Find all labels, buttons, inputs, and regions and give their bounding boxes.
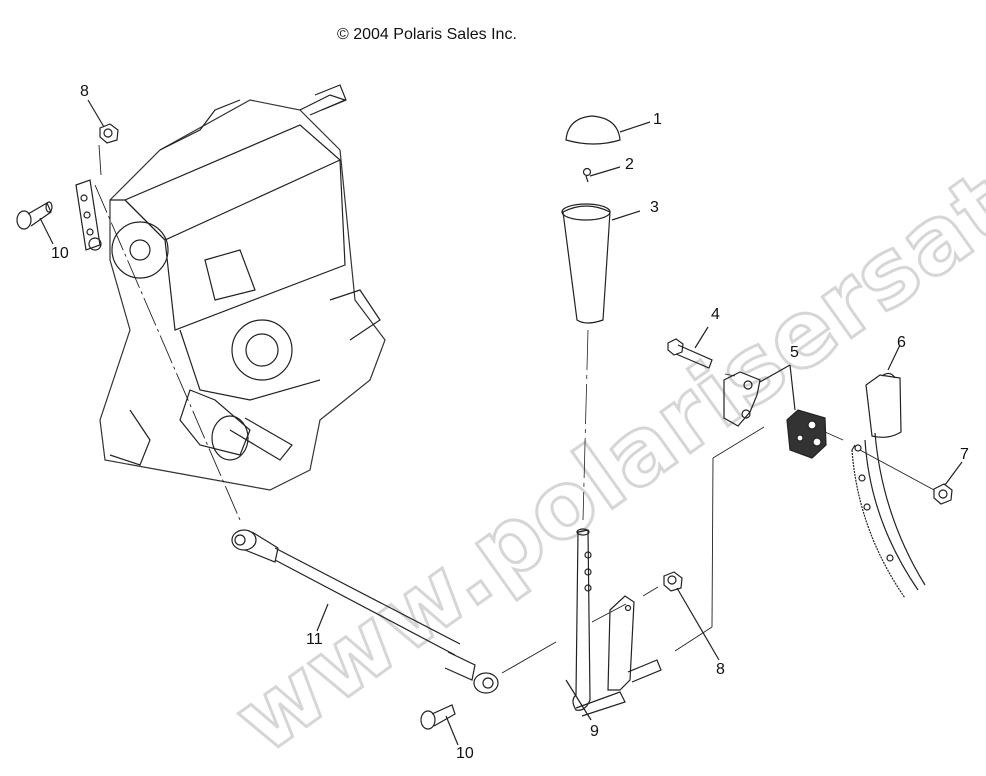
transmission-shift-arm <box>75 179 102 251</box>
callout-1: 1 <box>653 111 662 128</box>
callout-9: 9 <box>590 723 599 740</box>
bolt-10-bottom-icon <box>420 704 456 730</box>
pivot-block-a-icon <box>723 371 761 427</box>
callout-8-top: 8 <box>80 83 89 100</box>
bushing-6-icon <box>865 372 902 438</box>
callout-4: 4 <box>711 306 720 323</box>
callout-8-bottom: 8 <box>716 661 725 678</box>
nut-8-bottom-icon <box>663 571 683 592</box>
bolt-10-top-icon <box>16 201 53 230</box>
mounting-bracket <box>851 432 926 599</box>
callout-7: 7 <box>960 446 969 463</box>
nut-7-icon <box>933 483 953 505</box>
copyright-notice: © 2004 Polaris Sales Inc. <box>337 26 517 43</box>
transmission-illustration <box>99 84 386 491</box>
linkage-rod-11-icon <box>231 529 499 694</box>
bolt-4-icon <box>667 338 713 369</box>
callout-5: 5 <box>790 344 799 361</box>
pivot-block-b-icon <box>786 409 827 459</box>
callout-6: 6 <box>897 334 906 351</box>
shift-lever-9-icon <box>572 528 662 717</box>
callout-10-bottom: 10 <box>456 745 474 762</box>
callout-2: 2 <box>625 156 634 173</box>
callout-11: 11 <box>306 631 323 648</box>
callout-10-top: 10 <box>51 245 69 262</box>
nut-8-top-icon <box>99 123 119 144</box>
callout-3: 3 <box>650 199 659 216</box>
